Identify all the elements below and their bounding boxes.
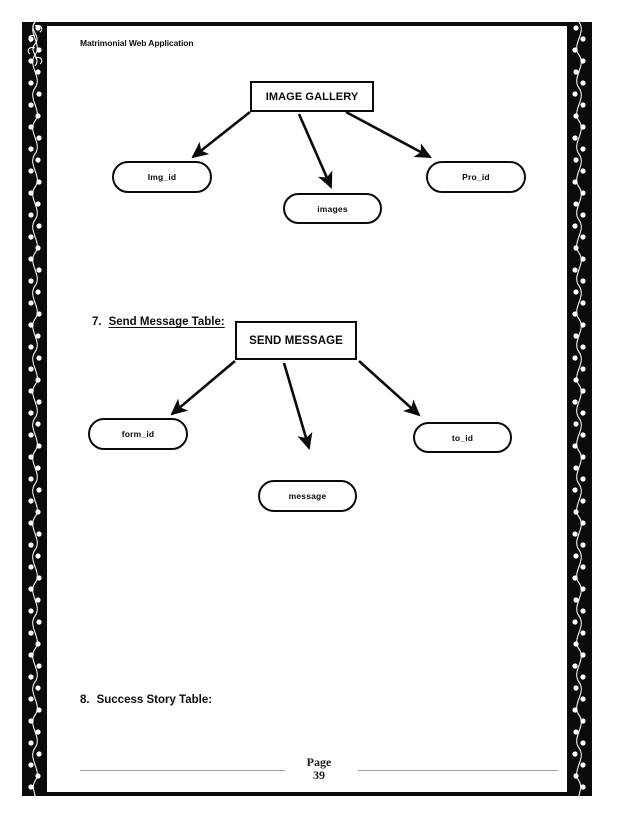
footer-rule-right — [358, 770, 558, 771]
entity-send-message-label: SEND MESSAGE — [249, 334, 343, 347]
page-footer: Page 39 — [80, 746, 558, 790]
attribute-img-id: Img_id — [112, 161, 212, 193]
attribute-message: message — [258, 480, 357, 512]
page-top-rule — [22, 22, 592, 26]
page-number-text: 39 — [313, 768, 325, 782]
section-7-title: Send Message Table: — [108, 316, 225, 328]
page-content: Matrimonial Web Application IMAGE GALLER… — [47, 26, 567, 792]
diagram-image-gallery-connectors — [191, 110, 432, 189]
attribute-to-id: to_id — [413, 422, 512, 453]
entity-send-message: SEND MESSAGE — [235, 321, 357, 360]
attribute-form-id: form_id — [88, 418, 188, 450]
attribute-pro-id: Pro_id — [426, 161, 526, 193]
edge-gallery-to-pro-id — [345, 110, 432, 159]
entity-image-gallery: IMAGE GALLERY — [250, 81, 374, 112]
document-page: Matrimonial Web Application IMAGE GALLER… — [22, 22, 592, 796]
edge-gallery-to-images — [297, 113, 333, 189]
diagram-image-gallery: IMAGE GALLERY Img_id images Pro_id — [47, 81, 567, 271]
decorative-vine-border-left — [22, 22, 47, 796]
attribute-form-id-label: form_id — [121, 429, 155, 439]
page-bottom-rule — [22, 792, 592, 796]
attribute-images-label: images — [317, 203, 348, 214]
section-8-title: Success Story Table: — [96, 694, 213, 706]
diagram-send-message: SEND MESSAGE form_id message to_id — [47, 321, 567, 512]
attribute-message-label: message — [288, 491, 327, 501]
page-label-text: Page — [306, 755, 332, 769]
footer-rule-left — [80, 770, 285, 771]
section-heading-send-message-table: 7. Send Message Table: — [92, 316, 225, 328]
document-header-title: Matrimonial Web Application — [80, 38, 194, 48]
attribute-pro-id-label: Pro_id — [462, 172, 490, 182]
page-number-block: Page 39 — [80, 756, 558, 782]
section-7-number: 7. — [92, 316, 102, 328]
attribute-to-id-label: to_id — [451, 432, 474, 443]
edge-message-to-form-id — [170, 360, 236, 416]
attribute-images: images — [283, 193, 382, 224]
diagram-send-message-connectors — [170, 360, 421, 450]
decorative-vine-border-right — [567, 22, 592, 796]
edge-message-to-to-id — [358, 360, 421, 417]
attribute-img-id-label: Img_id — [147, 172, 177, 182]
edge-message-to-message — [282, 362, 313, 450]
section-heading-success-story-table: 8. Success Story Table: — [80, 694, 212, 706]
entity-image-gallery-label: IMAGE GALLERY — [265, 90, 359, 103]
edge-gallery-to-img-id — [191, 110, 251, 159]
section-8-number: 8. — [80, 694, 90, 706]
